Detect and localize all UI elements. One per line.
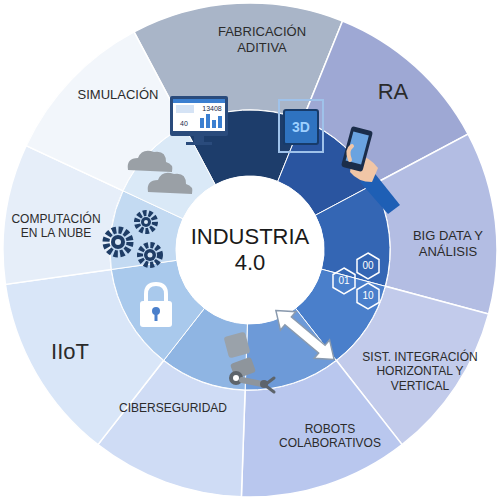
segment-text: INDUSTRIA 4.0 [189, 224, 312, 277]
segment-label: BIG DATA Y ANÁLISIS [402, 228, 494, 259]
segment-text: COMPUTACIÓN EN LA NUBE [8, 212, 104, 241]
cloud-icons [128, 151, 193, 194]
printer-text: 3D [292, 120, 310, 134]
segment-text: RA [368, 79, 418, 105]
outer-segment [241, 360, 402, 497]
outer-segment [26, 32, 184, 191]
double-arrow [268, 301, 342, 368]
center-title: INDUSTRIA 4.0 [189, 224, 312, 277]
segment-text: CIBERSEGURIDAD [113, 401, 233, 415]
segment-text: IIoT [40, 339, 100, 365]
printer-icon [279, 100, 323, 152]
segment-text: FABRICACIÓN ADITIVA [202, 24, 322, 55]
hex-text: 10 [362, 291, 373, 301]
outer-segment [374, 134, 497, 314]
lock-icon [140, 284, 172, 327]
hex-text: 00 [362, 261, 373, 271]
segment-label: SIST. INTEGRACIÓN HORIZONTAL Y VERTICAL [355, 350, 485, 393]
hand-phone-icon [341, 126, 400, 214]
segment-label: CIBERSEGURIDAD [113, 401, 233, 415]
hexagon-icons [333, 253, 379, 309]
hex-text: 01 [338, 276, 349, 286]
segment-text: BIG DATA Y ANÁLISIS [402, 228, 494, 259]
monitor-icon [170, 96, 228, 145]
segment-label: COMPUTACIÓN EN LA NUBE [8, 212, 104, 241]
segment-label: IIoT [40, 339, 100, 365]
robot-arm-icon [224, 332, 274, 392]
segment-text: SIMULACIÓN [63, 87, 173, 103]
screen-number: 40 [180, 120, 188, 127]
center-circle [176, 176, 324, 324]
segment-text: SIST. INTEGRACIÓN HORIZONTAL Y VERTICAL [355, 350, 485, 393]
screen-number: 13408 [202, 105, 221, 112]
segment-text: ROBOTS COLABORATIVOS [275, 422, 385, 451]
gears-icon [106, 213, 160, 265]
segment-label: ROBOTS COLABORATIVOS [275, 422, 385, 451]
segment-label: SIMULACIÓN [63, 87, 173, 103]
segment-label: RA [368, 79, 418, 105]
segment-label: FABRICACIÓN ADITIVA [202, 24, 322, 55]
